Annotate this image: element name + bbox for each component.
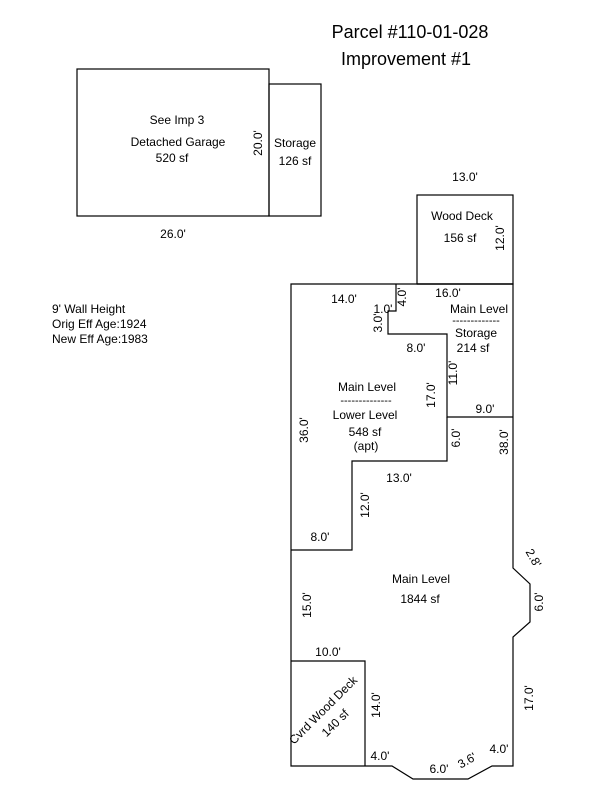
- lower-level-area: 548 sf: [349, 425, 382, 439]
- main-level-label: Main Level: [392, 572, 450, 586]
- deck-width-dim: 13.0': [452, 170, 478, 184]
- lower-level-divider: [291, 417, 448, 551]
- parcel-title: Parcel #110-01-028: [332, 22, 489, 42]
- dim-step-8: 8.0': [407, 341, 426, 355]
- covered-deck-divider: [291, 660, 366, 766]
- dim-top-1: 1.0': [374, 302, 393, 316]
- dim-cvrd-14: 14.0': [369, 692, 383, 718]
- improvement-title: Improvement #1: [341, 49, 471, 69]
- dim-step-17: 17.0': [424, 382, 438, 408]
- dim-mid-13: 13.0': [386, 471, 412, 485]
- lower-separator: --------------: [340, 395, 392, 407]
- storage-area: 126 sf: [279, 154, 312, 168]
- ml-storage-area: 214 sf: [457, 341, 490, 355]
- dim-bottom-4b: 4.0': [490, 742, 509, 756]
- dim-right-38: 38.0': [497, 429, 511, 455]
- ml-storage-separator: -------------: [452, 315, 500, 327]
- deck-height-dim: 12.0': [493, 225, 507, 251]
- dim-cvrd-10: 10.0': [315, 645, 341, 659]
- dim-top-14: 14.0': [331, 292, 357, 306]
- garage-height-dim: 20.0': [251, 130, 265, 156]
- dim-left-15: 15.0': [300, 592, 314, 618]
- dim-step-11: 11.0': [446, 361, 460, 386]
- dim-angle-28: 2.8': [523, 546, 545, 569]
- dim-step-3: 3.0': [371, 314, 385, 333]
- ml-storage-label: Storage: [455, 326, 497, 340]
- dim-step-9: 9.0': [476, 402, 495, 416]
- house-outline: [290, 283, 531, 780]
- garage-area: 520 sf: [156, 151, 189, 165]
- dim-right-17: 17.0': [522, 685, 536, 711]
- lower-level-apt: (apt): [354, 439, 379, 453]
- dim-left-8: 8.0': [311, 530, 330, 544]
- dim-left-36: 36.0': [297, 417, 311, 443]
- garage-reference: See Imp 3: [150, 113, 205, 127]
- dim-right-6: 6.0': [532, 593, 546, 612]
- wall-height-note: 9' Wall Height: [52, 302, 126, 316]
- dim-top-4: 4.0': [395, 288, 409, 307]
- garage-label: Detached Garage: [131, 135, 226, 149]
- deck-label: Wood Deck: [431, 209, 494, 223]
- dim-bottom-4a: 4.0': [371, 749, 390, 763]
- dim-step-6: 6.0': [449, 429, 463, 448]
- new-eff-age-note: New Eff Age:1983: [52, 332, 148, 346]
- dim-bottom-36: 3.6': [455, 750, 478, 772]
- garage-width-dim: 26.0': [160, 227, 186, 241]
- lower-level-label: Lower Level: [333, 408, 398, 422]
- main-level-area: 1844 sf: [400, 592, 440, 606]
- dim-top-16: 16.0': [435, 286, 461, 300]
- storage-label: Storage: [274, 136, 316, 150]
- storage-outline: [268, 83, 322, 217]
- dim-mid-12: 12.0': [358, 492, 372, 518]
- lower-main-label: Main Level: [338, 380, 396, 394]
- ml-storage-main-label: Main Level: [450, 302, 508, 316]
- dim-bottom-6: 6.0': [430, 762, 449, 776]
- deck-area: 156 sf: [444, 231, 477, 245]
- property-notes: 9' Wall Height Orig Eff Age:1924 New Eff…: [52, 302, 148, 347]
- orig-eff-age-note: Orig Eff Age:1924: [52, 317, 147, 331]
